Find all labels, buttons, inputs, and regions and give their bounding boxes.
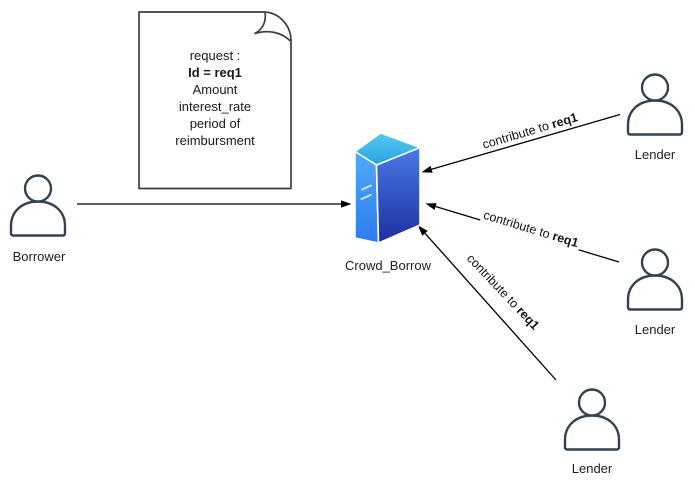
note-line: Id = req1 [188,65,242,80]
server-top-face [354,132,421,166]
arrowhead-icon [418,225,428,236]
arrowhead-icon [421,165,433,173]
arrowhead-icon [425,203,437,210]
lender2-label: Lender [634,322,676,337]
arrowheads [341,165,437,236]
request-note [138,11,292,190]
borrower-icon [9,174,67,237]
note-fold-icon [254,11,292,42]
note-body [138,11,292,190]
note-line: Amount [192,82,238,97]
arrow-lender1-to-server [431,113,621,170]
lender1-label: Lender [634,147,676,162]
server-label: Crowd_Borrow [345,258,431,273]
lender1-icon [626,73,684,136]
note-line: reimbursment [175,133,255,148]
borrower-label: Borrower [12,249,66,264]
server-detail-lines [360,184,372,200]
note-line: period of [189,116,241,131]
arrowhead-icon [341,200,352,208]
lender3-icon [563,388,621,451]
note-text: request : Id = req1 Amount interest_rate… [139,47,291,149]
lender3-label: Lender [571,461,613,476]
lender2-icon [626,248,684,311]
note-line: interest_rate [178,99,252,114]
crowd-borrow-server-icon [354,132,421,244]
arrow-lender3-to-server [424,232,557,381]
note-line: request : [189,48,241,63]
